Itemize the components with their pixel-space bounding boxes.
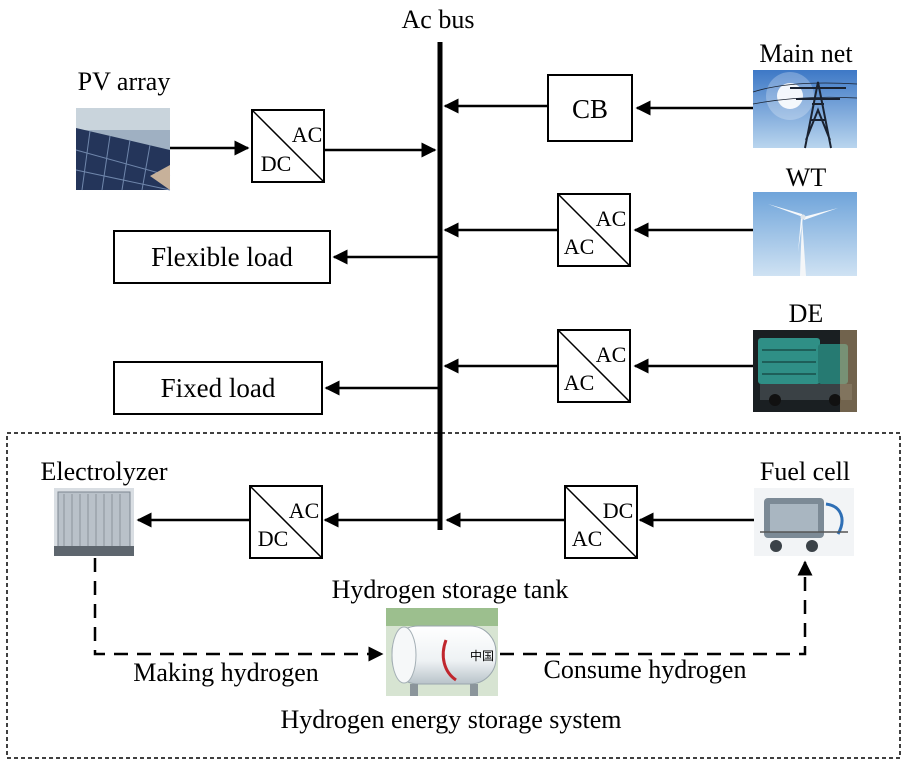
de-converter-top-label: AC — [596, 342, 627, 367]
de-converter-bottom-label: AC — [564, 370, 595, 395]
electrolyzer-label: Electrolyzer — [40, 457, 167, 486]
electrolyzer-converter-bottom-label: DC — [258, 526, 289, 551]
fuel-cell-dc-ac-converter: DC AC — [564, 485, 638, 559]
de-ac-ac-converter: AC AC — [557, 329, 631, 403]
consume-hydrogen-label: Consume hydrogen — [544, 655, 747, 684]
hydrogen-system-label: Hydrogen energy storage system — [280, 705, 621, 734]
fixed-load-box: Fixed load — [113, 361, 323, 415]
electrolyzer-converter-top-label: AC — [289, 498, 320, 523]
making-hydrogen-flow-line — [93, 558, 384, 662]
pv-array-image — [75, 108, 171, 191]
pv-dc-ac-converter: AC DC — [251, 109, 325, 183]
pv-converter-top-label: AC — [292, 122, 323, 147]
hydrogen-tank-marking: 中国 — [470, 648, 494, 663]
pv-array-label: PV array — [78, 67, 171, 96]
flexible-load-label: Flexible load — [151, 242, 293, 272]
cb-label: CB — [572, 94, 608, 124]
hydrogen-tank-image: 中国 — [386, 608, 498, 696]
de-image — [753, 330, 857, 412]
fixed-load-label: Fixed load — [161, 373, 276, 403]
main-net-label: Main net — [759, 39, 853, 68]
flexible-load-box: Flexible load — [113, 230, 331, 284]
circuit-breaker: CB — [547, 74, 633, 142]
wt-ac-ac-converter: AC AC — [557, 193, 631, 267]
fuel-cell-converter-top-label: DC — [603, 498, 634, 523]
electrolyzer-image — [54, 488, 134, 556]
wt-converter-top-label: AC — [596, 206, 627, 231]
wt-image — [753, 192, 857, 276]
consume-hydrogen-flow-line — [500, 560, 813, 656]
de-label: DE — [789, 299, 824, 328]
pv-converter-bottom-label: DC — [261, 151, 292, 176]
making-hydrogen-label: Making hydrogen — [133, 658, 319, 687]
hydrogen-tank-label: Hydrogen storage tank — [332, 575, 569, 604]
fuel-cell-converter-bottom-label: AC — [572, 526, 603, 551]
main-net-image — [752, 70, 858, 149]
wt-converter-bottom-label: AC — [564, 234, 595, 259]
fuel-cell-image — [754, 488, 854, 556]
ac-bus-label: Ac bus — [402, 5, 475, 34]
wt-label: WT — [786, 163, 827, 192]
electrolyzer-ac-dc-converter: AC DC — [249, 485, 323, 559]
fuel-cell-label: Fuel cell — [760, 457, 850, 486]
